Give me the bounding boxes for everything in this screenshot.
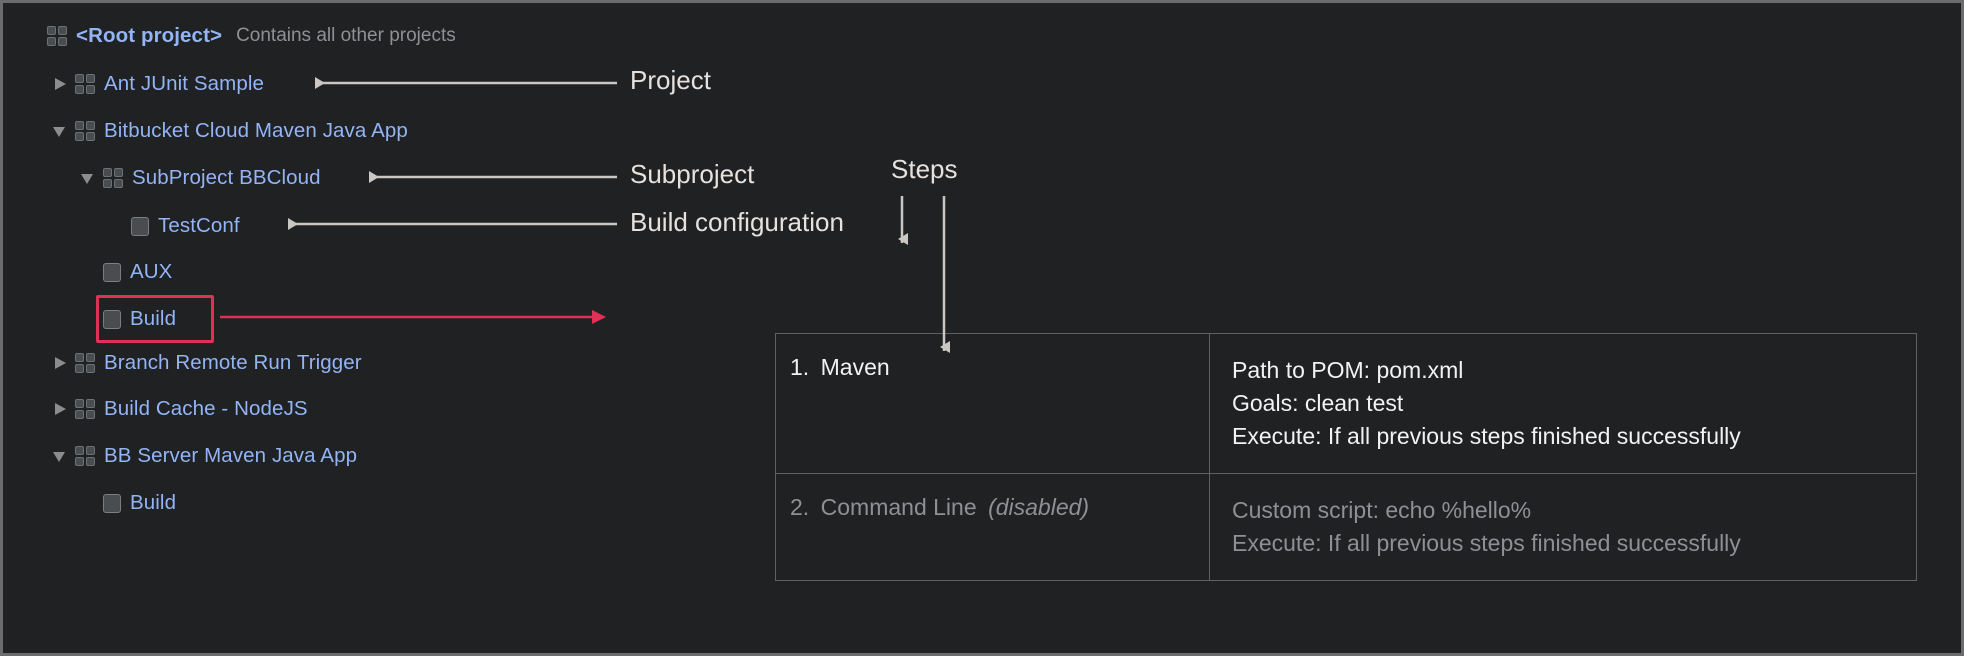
step-disabled-tag: (disabled) [988, 494, 1090, 520]
twisty-spacer [105, 209, 131, 243]
tree-node-label[interactable]: Bitbucket Cloud Maven Java App [104, 119, 408, 142]
step-detail-cell: Custom script: echo %hello% Execute: If … [1210, 474, 1916, 580]
tree-node-description: Contains all other projects [236, 25, 456, 46]
tree-node-ant-junit-sample[interactable]: Ant JUnit Sample [49, 67, 264, 101]
tree-node-label[interactable]: <Root project> [76, 24, 223, 47]
annotation-label-steps: Steps [891, 154, 958, 184]
tree-node-subproject-bbcloud[interactable]: SubProject BBCloud [77, 161, 321, 195]
project-grid-icon [47, 26, 67, 46]
tree-node-build[interactable]: Build [77, 302, 176, 336]
build-config-icon [103, 493, 121, 513]
chevron-right-icon[interactable] [49, 346, 75, 380]
annotation-label-subproject: Subproject [630, 159, 755, 189]
tree-node-root-project[interactable]: <Root project> Contains all other project… [21, 19, 456, 53]
annotation-label-project: Project [630, 65, 711, 95]
step-detail-cell: Path to POM: pom.xml Goals: clean test E… [1210, 334, 1916, 473]
step-number: 2. [790, 494, 810, 520]
step-name: Command Line [820, 494, 977, 520]
tree-node-label[interactable]: Build [130, 491, 177, 514]
tree-node-branch-remote-run-trigger[interactable]: Branch Remote Run Trigger [49, 346, 362, 380]
chevron-right-icon[interactable] [49, 392, 75, 426]
twisty-spacer [77, 486, 103, 520]
build-config-icon [103, 262, 121, 282]
chevron-down-icon[interactable] [77, 161, 103, 195]
project-grid-icon [75, 74, 95, 94]
step-name: Maven [820, 354, 890, 380]
tree-node-label[interactable]: AUX [130, 260, 173, 283]
step-detail-line: Custom script: echo %hello% [1232, 497, 1532, 523]
table-row[interactable]: 1. Maven Path to POM: pom.xml Goals: cle… [776, 334, 1916, 473]
tree-node-label[interactable]: Build Cache - NodeJS [104, 397, 308, 420]
build-highlight-box [96, 295, 214, 343]
step-detail-line: Execute: If all previous steps finished … [1232, 423, 1741, 449]
tree-node-label[interactable]: SubProject BBCloud [132, 166, 321, 189]
tree-node-bitbucket-cloud-maven-java-app[interactable]: Bitbucket Cloud Maven Java App [49, 114, 408, 148]
tree-node-label[interactable]: Branch Remote Run Trigger [104, 351, 362, 374]
tree-node-build-cache-nodejs[interactable]: Build Cache - NodeJS [49, 392, 308, 426]
step-name-cell: 2. Command Line (disabled) [776, 474, 1210, 580]
project-grid-icon [75, 399, 95, 419]
build-config-icon [131, 216, 149, 236]
table-row[interactable]: 2. Command Line (disabled) Custom script… [776, 473, 1916, 580]
twisty-spacer [77, 255, 103, 289]
tree-node-label[interactable]: BB Server Maven Java App [104, 444, 358, 467]
build-config-icon [103, 309, 121, 329]
chevron-down-icon[interactable] [49, 114, 75, 148]
step-detail-line: Path to POM: pom.xml [1232, 357, 1464, 383]
tree-node-bb-server-maven-java-app[interactable]: BB Server Maven Java App [49, 439, 357, 473]
annotation-label-build-configuration: Build configuration [630, 207, 844, 237]
step-detail-line: Execute: If all previous steps finished … [1232, 530, 1741, 556]
twisty-spacer [21, 19, 47, 53]
tree-node-label[interactable]: TestConf [158, 214, 240, 237]
tree-node-testconf[interactable]: TestConf [105, 209, 240, 243]
build-steps-table: 1. Maven Path to POM: pom.xml Goals: cle… [775, 333, 1917, 581]
step-number: 1. [790, 354, 810, 380]
step-name-cell: 1. Maven [776, 334, 1210, 473]
tree-node-label[interactable]: Ant JUnit Sample [104, 72, 264, 95]
tree-node-build[interactable]: Build [77, 486, 176, 520]
project-grid-icon [103, 168, 123, 188]
tree-node-label[interactable]: Build [130, 307, 177, 330]
tree-node-aux[interactable]: AUX [77, 255, 172, 289]
project-grid-icon [75, 353, 95, 373]
project-grid-icon [75, 446, 95, 466]
chevron-down-icon[interactable] [49, 439, 75, 473]
chevron-right-icon[interactable] [49, 67, 75, 101]
step-detail-line: Goals: clean test [1232, 390, 1404, 416]
project-grid-icon [75, 121, 95, 141]
